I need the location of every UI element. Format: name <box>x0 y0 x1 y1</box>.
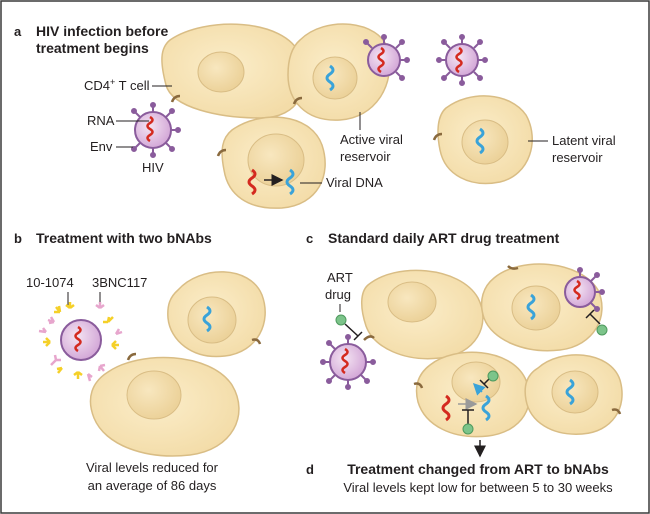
virion-envelope <box>564 276 596 308</box>
cd4-receptor-icon <box>251 338 262 345</box>
panel-c: c Standard daily ART drug treatment ART … <box>306 230 623 458</box>
cell-nucleus <box>511 285 561 331</box>
panel-d-letter: d <box>306 462 314 477</box>
cd4-receptor-icon <box>507 265 519 270</box>
hiv-virion-budding <box>363 34 410 81</box>
infected-cell <box>216 116 326 209</box>
cd4-receptor-icon <box>363 335 375 341</box>
viral-dna-icon <box>325 64 335 92</box>
rna-icon <box>247 168 257 196</box>
inhibition-line <box>344 323 359 337</box>
cell-nucleus <box>461 119 509 165</box>
art-drug-icon <box>462 423 474 435</box>
latent-reservoir-cell <box>524 354 623 435</box>
inhibition-bar <box>353 331 363 341</box>
infected-cell <box>413 351 531 438</box>
active-reservoir-label-line1: Active viral <box>340 132 403 147</box>
cd4-receptor-icon <box>611 408 622 415</box>
latent-reservoir-cell <box>432 95 533 185</box>
panel-c-letter: c <box>306 231 313 246</box>
art-drug-icon <box>596 324 608 336</box>
viral-dna-icon <box>475 127 485 155</box>
cd4-receptor-icon <box>216 148 227 157</box>
panel-b: b Treatment with two bNAbs 10-1074 3BNC1… <box>14 230 266 493</box>
hiv-label: HIV <box>142 160 164 175</box>
virion-envelope <box>445 43 479 77</box>
panel-b-result-line1: Viral levels reduced for <box>86 460 219 475</box>
cell-nucleus <box>551 370 599 414</box>
active-reservoir-label-line2: reservoir <box>340 149 391 164</box>
env-label: Env <box>90 139 113 154</box>
hiv-virion <box>320 334 376 390</box>
panel-d-result: Viral levels kept low for between 5 to 3… <box>343 480 613 495</box>
viral-dna-icon <box>285 168 295 196</box>
cell-nucleus <box>451 361 501 403</box>
rna-icon <box>455 46 463 74</box>
panel-b-result-line2: an average of 86 days <box>88 478 217 493</box>
cd4-receptor-icon <box>292 96 303 105</box>
antibody-1-label: 10-1074 <box>26 275 74 290</box>
panel-c-title: Standard daily ART drug treatment <box>328 230 560 246</box>
cell-nucleus <box>197 51 245 93</box>
art-drug-icon <box>335 314 347 326</box>
panel-b-letter: b <box>14 231 22 246</box>
cd4-label: CD4+ T cell <box>84 77 150 93</box>
cd4-t-cell <box>361 269 484 360</box>
antibody-coated-virion <box>38 302 123 382</box>
rna-icon <box>74 325 82 353</box>
panel-a: a HIV infection before treatment begins <box>14 23 616 209</box>
rna-icon <box>441 394 451 422</box>
panel-b-title: Treatment with two bNAbs <box>36 230 212 246</box>
panel-d: d Treatment changed from ART to bNAbs Vi… <box>306 461 613 495</box>
viral-dna-icon <box>202 305 212 333</box>
rna-icon <box>573 279 581 301</box>
cd4-receptor-icon <box>126 352 137 361</box>
cell-nucleus <box>312 56 358 100</box>
inhibition-bar <box>479 379 489 389</box>
rna-icon <box>341 347 349 375</box>
rna-label: RNA <box>87 113 115 128</box>
cell-nucleus <box>247 133 305 187</box>
cell-nucleus <box>187 296 237 344</box>
panel-a-title-line2: treatment begins <box>36 40 149 56</box>
cd4-receptor-icon <box>413 382 424 389</box>
active-reservoir-cell <box>287 23 391 121</box>
antibody-cluster <box>38 302 123 382</box>
viral-dna-icon <box>526 293 536 321</box>
cell-nucleus <box>387 281 437 323</box>
viral-dna-icon <box>481 394 491 422</box>
cd4-t-cell <box>161 23 306 119</box>
latent-reservoir-label-line1: Latent viral <box>552 133 616 148</box>
inhibition-bar <box>585 309 595 319</box>
hiv-virion-budding <box>564 267 605 312</box>
cd4-t-cell <box>89 352 240 457</box>
antibody-2-label: 3BNC117 <box>92 275 147 290</box>
hiv-virion-labeled <box>131 102 181 158</box>
latent-reservoir-cell <box>167 271 266 358</box>
latent-reservoir-label-line2: reservoir <box>552 150 603 165</box>
art-drug-icon <box>487 370 499 382</box>
inhibition-line <box>589 313 601 325</box>
active-reservoir-cell <box>480 263 603 352</box>
virion-envelope <box>367 43 401 77</box>
rna-icon <box>377 46 385 74</box>
panel-a-title-line1: HIV infection before <box>36 23 168 39</box>
viral-dna-label: Viral DNA <box>326 175 383 190</box>
art-drug-label-line1: ART <box>327 270 353 285</box>
rna-icon <box>146 115 154 143</box>
integration-arrow <box>472 382 486 396</box>
panel-d-title: Treatment changed from ART to bNAbs <box>347 461 609 477</box>
viral-dna-icon <box>565 378 575 406</box>
hiv-virion-free <box>436 34 488 86</box>
art-drug-label-line2: drug <box>325 287 351 302</box>
cd4-receptor-icon <box>170 94 181 103</box>
cd4-receptor-icon <box>432 132 443 141</box>
cell-nucleus <box>126 370 182 420</box>
panel-a-letter: a <box>14 24 22 39</box>
